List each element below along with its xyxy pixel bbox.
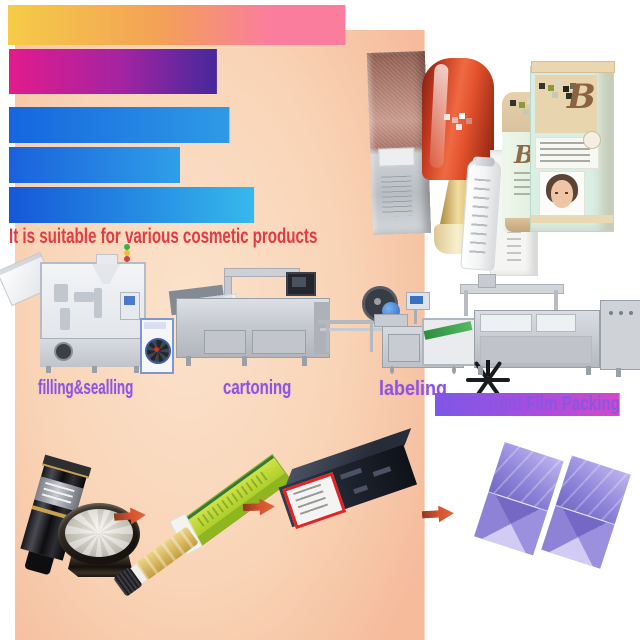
process-step-labeled-carton <box>278 428 426 572</box>
feature-plastic-tube: Plastic Tube <box>9 147 181 183</box>
machine-part <box>94 288 102 318</box>
green-carton-group <box>113 453 300 597</box>
monitor-pole <box>414 308 417 324</box>
gantry-post <box>554 290 558 316</box>
machine-foot <box>478 366 483 375</box>
panel-button <box>619 311 623 315</box>
white-tube-text-lines <box>469 178 491 256</box>
green-carton-box <box>180 453 292 548</box>
film-feeder-box <box>478 274 496 288</box>
stage-label-cartoning: cartoning <box>223 377 292 399</box>
black-tube-text-lines <box>41 481 75 506</box>
model-eye-right <box>565 192 568 194</box>
cartoner-door <box>252 330 306 354</box>
model-eye-left <box>555 192 558 194</box>
banner-title: Filling Packaging Line <box>8 5 345 45</box>
mint-box-pixel-logo <box>539 83 545 89</box>
gantry-beam <box>460 284 564 294</box>
banner-subtitle: High Output <box>9 49 217 94</box>
red-tube-pixel-logo <box>444 114 450 120</box>
signal-lamp-yellow <box>124 250 130 256</box>
model-face-photo <box>539 171 585 223</box>
caster-wheel <box>452 366 456 374</box>
chiller-fan-center <box>154 347 159 352</box>
labeler-door <box>388 334 420 362</box>
conveyor-rail-lower <box>320 328 386 331</box>
mint-box-beige-panel <box>535 75 597 133</box>
labeler-monitor-screen <box>410 296 423 304</box>
chiller-unit <box>140 318 174 374</box>
mint-box-label-text-lines <box>540 142 590 162</box>
chiller-fan <box>145 338 171 364</box>
machine-foot <box>242 356 247 366</box>
green-carton-text-lines <box>197 469 271 527</box>
label-roll-hub <box>374 298 381 305</box>
carton-print-mark <box>353 484 369 495</box>
carton-print-mark <box>372 466 392 477</box>
cream-jar-bowl <box>58 503 140 565</box>
process-step-film-wrapped-boxes <box>470 442 638 586</box>
carton-print-mark <box>339 467 363 480</box>
process-step-green-carton <box>113 453 292 597</box>
machine-foot <box>134 366 139 373</box>
stage-label-labeling: labeling <box>379 378 448 400</box>
machine-foot <box>302 356 307 366</box>
mint-box-top-flap <box>531 61 615 73</box>
purple-boxes-group <box>474 442 631 578</box>
feature-both-can-be-used: Both can be used <box>9 187 255 223</box>
chiller-display <box>144 322 166 329</box>
cartoner-monitor-screen <box>292 277 306 287</box>
label-text-lines <box>293 483 329 516</box>
machine-part <box>60 308 70 330</box>
stage-label-film-packing: Transparent Film Packing <box>435 393 621 416</box>
process-step-tube-and-jar <box>14 454 140 587</box>
inspection-window <box>536 314 576 332</box>
machine-film-packing <box>420 274 640 400</box>
conveyor-rail <box>318 320 390 324</box>
bronze-box-text-lines <box>381 175 413 217</box>
machine-part <box>74 292 94 302</box>
machine-foot <box>616 368 621 377</box>
outfeed-unit <box>600 300 640 370</box>
machine-foot <box>92 366 97 373</box>
machine-foot <box>186 356 191 366</box>
pressure-dial <box>54 342 73 361</box>
conveyor-leg <box>370 324 373 352</box>
conveyor-leg <box>326 324 329 352</box>
mint-box-round-badge <box>583 131 601 149</box>
cartoner-monitor <box>286 272 316 296</box>
signal-lamp-red <box>124 256 130 262</box>
control-panel-screen <box>124 296 135 305</box>
black-carton-group <box>278 428 426 542</box>
caster-wheel <box>390 366 394 374</box>
mint-box-brand-text: B <box>567 77 596 117</box>
machine-cartoning <box>168 262 334 374</box>
banner-tagline: It is suitable for various cosmetic prod… <box>9 225 318 248</box>
panel-button <box>629 311 633 315</box>
machine-foot <box>46 366 51 373</box>
stage-label-filling-sealing: filling&sealling <box>38 377 134 399</box>
machine-filling-sealing <box>0 244 174 374</box>
lower-panel <box>480 336 592 364</box>
bronze-box-texture <box>366 51 429 154</box>
cosmetic-products-photo: BB B <box>362 48 638 276</box>
stand-pole <box>486 360 490 376</box>
cartoner-door <box>204 330 246 354</box>
white-tube-cap <box>472 156 496 167</box>
gantry-post <box>464 290 468 316</box>
mint-tube-pixel-logo <box>510 100 516 106</box>
mint-box-bottom-stripe <box>531 215 613 223</box>
panel-button <box>609 311 613 315</box>
right-arrow-icon <box>421 503 454 525</box>
machine-part <box>54 284 68 302</box>
machine-foot <box>586 366 591 375</box>
model-face <box>551 180 573 208</box>
labeler-monitor <box>406 292 430 310</box>
mint-bb-cream-box: B <box>530 61 615 232</box>
control-panel <box>120 292 140 320</box>
feature-aluminum-tube: Aluminum Tube <box>9 107 230 143</box>
inspection-window <box>480 314 532 332</box>
signal-lamp-green <box>124 244 130 250</box>
bronze-box-label <box>378 147 415 167</box>
